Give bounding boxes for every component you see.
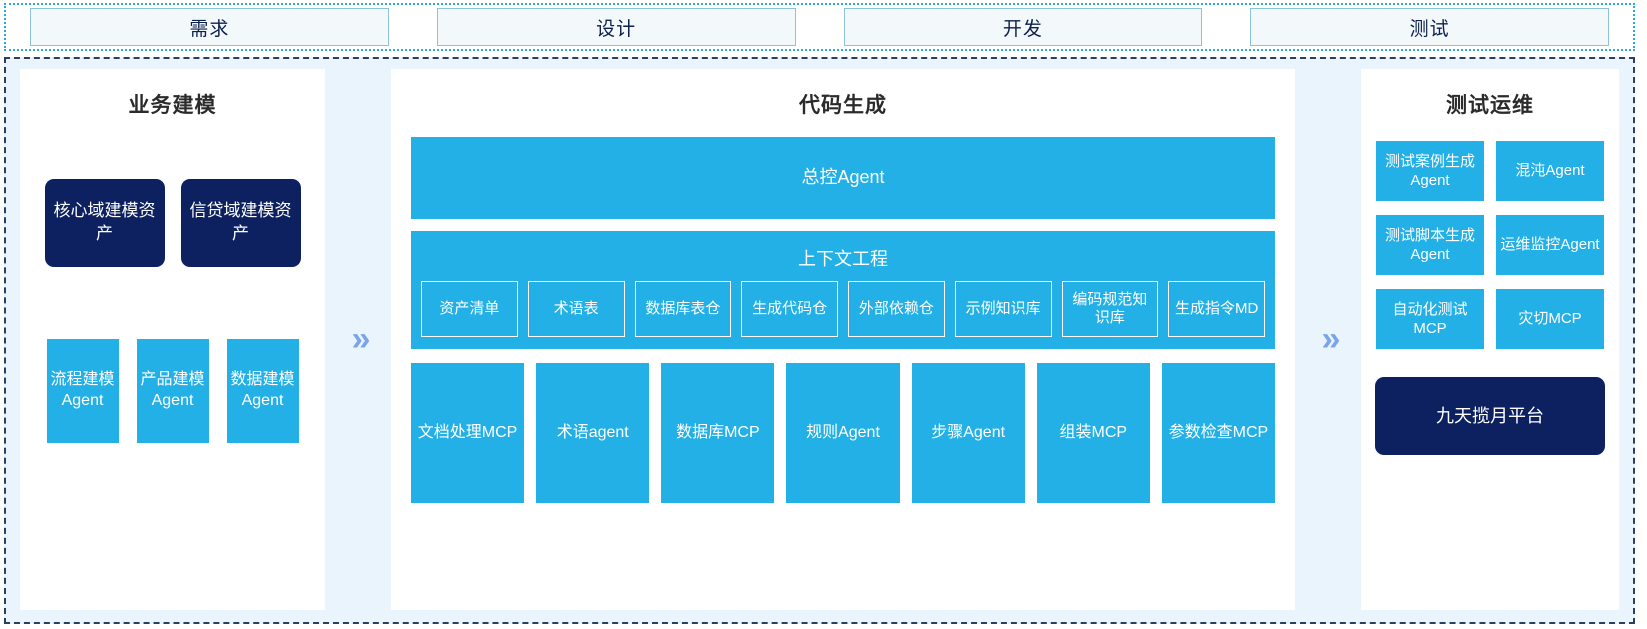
- phase-box-requirement[interactable]: 需求: [30, 8, 389, 46]
- card-document-processing-mcp[interactable]: 文档处理MCP: [411, 363, 525, 503]
- card-core-domain-asset[interactable]: 核心域建模资产: [44, 179, 165, 267]
- card-label: 步骤Agent: [931, 423, 1006, 441]
- card-test-case-generation-agent[interactable]: 测试案例生成Agent: [1376, 141, 1484, 201]
- card-label: 产品建模Agent: [140, 371, 205, 409]
- context-item-generated-code-repo[interactable]: 生成代码仓: [741, 281, 838, 337]
- context-item-label: 示例知识库: [965, 300, 1041, 317]
- context-item-label: 生成代码仓: [752, 300, 828, 317]
- tool-mcp-row: 文档处理MCP 术语agent 数据库MCP 规则Agent 步骤Agent 组…: [411, 363, 1275, 503]
- card-process-modeling-agent[interactable]: 流程建模Agent: [46, 339, 119, 443]
- phase-label: 设计: [596, 18, 637, 40]
- card-label: 自动化测试MCP: [1392, 300, 1468, 338]
- card-jiutian-lanyue-platform[interactable]: 九天揽月平台: [1375, 377, 1605, 455]
- card-glossary-agent[interactable]: 术语agent: [536, 363, 650, 503]
- context-item-label: 外部依赖仓: [858, 300, 934, 317]
- test-card-grid: 测试案例生成Agent 混沌Agent 测试脚本生成Agent 运维监控Agen…: [1376, 141, 1604, 349]
- card-label: 术语agent: [556, 423, 629, 441]
- context-item-example-knowledge-base[interactable]: 示例知识库: [954, 281, 1052, 337]
- context-item-db-table-repo[interactable]: 数据库表仓: [634, 281, 732, 337]
- card-product-modeling-agent[interactable]: 产品建模Agent: [136, 339, 209, 443]
- card-disaster-switch-mcp[interactable]: 灾切MCP: [1496, 289, 1604, 349]
- card-test-script-generation-agent[interactable]: 测试脚本生成Agent: [1376, 215, 1484, 275]
- card-label: 核心域建模资产: [53, 201, 156, 243]
- panel-business-modeling: 业务建模 核心域建模资产 信贷域建模资产 流程建模Agent 产品建模Agent…: [20, 69, 325, 610]
- phase-strip: 需求 设计 开发 测试: [4, 3, 1635, 51]
- architecture-stage: 业务建模 核心域建模资产 信贷域建模资产 流程建模Agent 产品建模Agent…: [4, 57, 1635, 624]
- context-item-asset-inventory[interactable]: 资产清单: [421, 281, 518, 337]
- context-engineering-block: 上下文工程 资产清单 术语表 数据库表仓 生成代码仓 外部依赖仓: [411, 231, 1275, 349]
- card-step-agent[interactable]: 步骤Agent: [911, 363, 1025, 503]
- chevron-right-icon-1: »: [325, 69, 391, 610]
- context-item-label: 编码规范知识库: [1072, 291, 1148, 326]
- card-credit-domain-asset[interactable]: 信贷域建模资产: [180, 179, 301, 267]
- card-label: 数据建模Agent: [230, 371, 295, 409]
- context-item-label: 术语表: [553, 300, 599, 317]
- business-asset-group: 核心域建模资产 信贷域建模资产: [44, 179, 301, 267]
- card-label: 信贷域建模资产: [189, 201, 292, 243]
- chevron-right-icon-2: »: [1295, 69, 1361, 610]
- phase-label: 测试: [1409, 18, 1450, 40]
- panel-title-business: 业务建模: [128, 94, 217, 117]
- card-label: 测试脚本生成Agent: [1384, 226, 1475, 264]
- chevron-glyph: »: [1321, 320, 1341, 358]
- card-label: 数据库MCP: [676, 423, 760, 441]
- card-label: 灾切MCP: [1518, 310, 1582, 328]
- card-label: 参数检查MCP: [1168, 423, 1269, 441]
- context-item-list: 资产清单 术语表 数据库表仓 生成代码仓 外部依赖仓 示例知: [421, 281, 1265, 337]
- card-data-modeling-agent[interactable]: 数据建模Agent: [226, 339, 299, 443]
- context-item-label: 资产清单: [439, 300, 500, 317]
- panel-code-generation: 代码生成 总控Agent 上下文工程 资产清单 术语表 数据库表仓: [391, 69, 1295, 610]
- phase-box-testing[interactable]: 测试: [1250, 8, 1609, 46]
- card-database-mcp[interactable]: 数据库MCP: [661, 363, 775, 503]
- panel-title-code: 代码生成: [799, 94, 887, 117]
- context-item-glossary[interactable]: 术语表: [527, 281, 625, 337]
- card-rule-agent[interactable]: 规则Agent: [786, 363, 900, 503]
- card-automated-test-mcp[interactable]: 自动化测试MCP: [1376, 289, 1484, 349]
- context-item-label: 数据库表仓: [645, 300, 721, 317]
- context-item-coding-standard-knowledge-base[interactable]: 编码规范知识库: [1061, 281, 1159, 337]
- card-label: 文档处理MCP: [417, 423, 518, 441]
- panel-title-test: 测试运维: [1446, 94, 1534, 117]
- card-label: 运维监控Agent: [1500, 236, 1600, 254]
- card-master-agent[interactable]: 总控Agent: [411, 137, 1275, 219]
- card-label: 流程建模Agent: [50, 371, 115, 409]
- card-label: 总控Agent: [801, 167, 885, 188]
- card-label: 规则Agent: [806, 423, 880, 441]
- card-label: 九天揽月平台: [1436, 405, 1544, 426]
- card-label: 组装MCP: [1059, 423, 1128, 441]
- phase-label: 开发: [1002, 18, 1043, 40]
- card-ops-monitoring-agent[interactable]: 运维监控Agent: [1496, 215, 1604, 275]
- panel-test-operations: 测试运维 测试案例生成Agent 混沌Agent 测试脚本生成Agent 运维监…: [1361, 69, 1619, 610]
- context-engineering-title: 上下文工程: [798, 249, 888, 269]
- phase-box-design[interactable]: 设计: [436, 8, 796, 46]
- context-item-label: 生成指令MD: [1174, 300, 1259, 317]
- card-assembly-mcp[interactable]: 组装MCP: [1036, 363, 1150, 503]
- context-item-generation-instruction-md[interactable]: 生成指令MD: [1168, 281, 1265, 337]
- card-label: 测试案例生成Agent: [1384, 152, 1475, 190]
- business-agent-group: 流程建模Agent 产品建模Agent 数据建模Agent: [46, 339, 299, 443]
- phase-label: 需求: [189, 18, 230, 40]
- card-parameter-check-mcp[interactable]: 参数检查MCP: [1161, 363, 1275, 503]
- phase-box-development[interactable]: 开发: [843, 8, 1203, 46]
- card-chaos-agent[interactable]: 混沌Agent: [1496, 141, 1604, 201]
- chevron-glyph: »: [351, 320, 371, 358]
- code-panel-body: 总控Agent 上下文工程 资产清单 术语表 数据库表仓 生成代码仓: [391, 137, 1295, 503]
- context-item-external-dependency-repo[interactable]: 外部依赖仓: [848, 281, 945, 337]
- card-label: 混沌Agent: [1515, 162, 1585, 180]
